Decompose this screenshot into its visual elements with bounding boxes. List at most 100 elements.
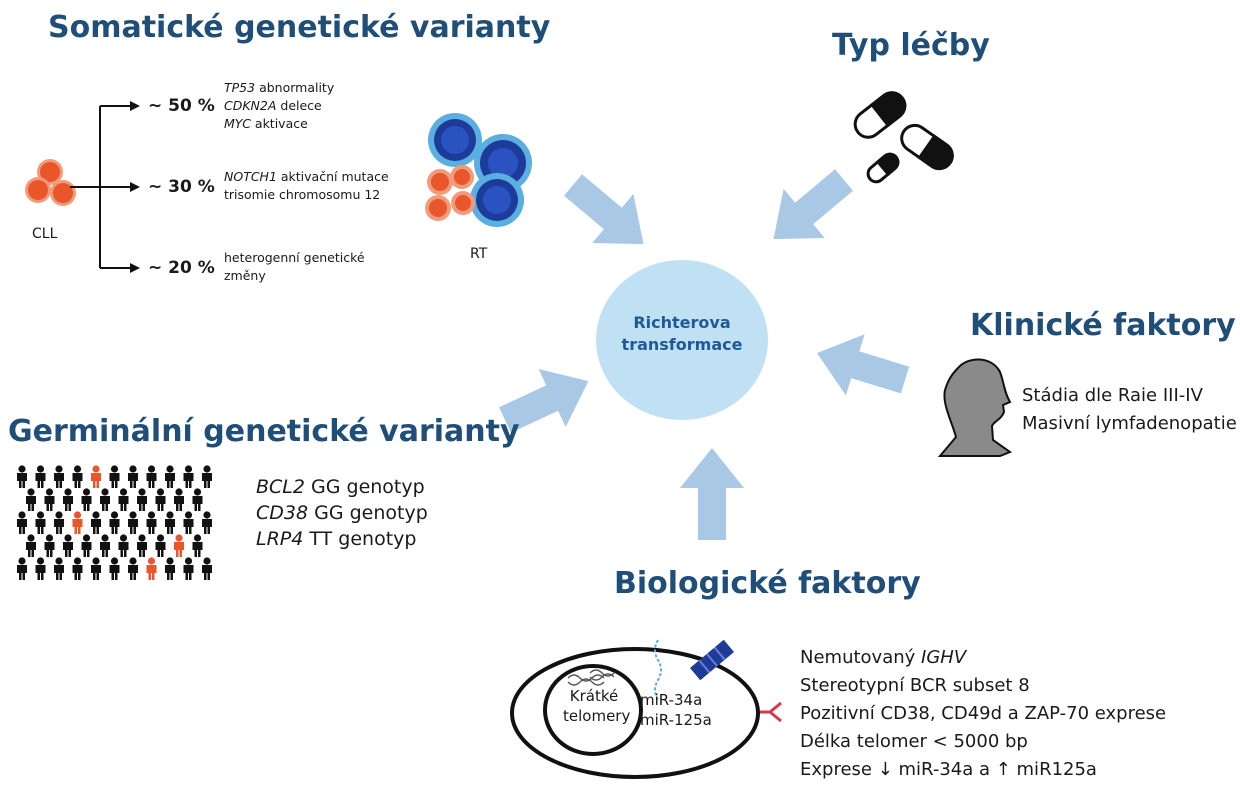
clinical-item: Masivní lymfadenopatie [1022, 413, 1237, 434]
somatic-title: Somatické genetické varianty [48, 10, 551, 45]
germinal-title: Germinální genetické varianty [8, 414, 520, 449]
person-icon [72, 557, 83, 580]
rt-label: RT [470, 246, 488, 262]
center-label: Richterova transformace [612, 312, 752, 356]
branch-50-details: TP53 abnormality CDKN2A delece MYC aktiv… [224, 80, 335, 131]
person-icon [146, 465, 157, 488]
biological-title: Biologické faktory [614, 566, 921, 601]
person-icon [100, 534, 110, 557]
person-icon [63, 534, 73, 557]
person-icon [174, 534, 184, 557]
person-icon [44, 534, 55, 557]
branch-arrowheads [130, 101, 140, 273]
cll-cells-icon [25, 159, 76, 206]
person-icon [146, 557, 157, 580]
person-icon [91, 557, 101, 580]
person-icon [17, 557, 27, 580]
person-icon [35, 511, 46, 534]
treatment-title: Typ léčby [832, 28, 990, 63]
person-icon [137, 488, 147, 511]
person-icon [63, 488, 73, 511]
person-icon [192, 534, 203, 557]
person-icon [91, 511, 101, 534]
arrow-somatic [564, 174, 644, 245]
center-label-line2: transformace [621, 335, 743, 354]
person-icon [109, 465, 120, 488]
clinical-item: Stádia dle Raie III-IV [1022, 385, 1203, 406]
person-icon [91, 465, 101, 488]
person-icon [183, 511, 194, 534]
branch-connector [70, 105, 132, 269]
person-icon [81, 488, 92, 511]
person-icon [183, 465, 194, 488]
biological-item: Stereotypní BCR subset 8 [800, 675, 1030, 696]
person-icon [146, 511, 157, 534]
pills-icon [853, 91, 954, 184]
person-icon [192, 488, 203, 511]
person-icon [128, 557, 138, 580]
person-icon [35, 557, 46, 580]
person-icon [165, 511, 175, 534]
branch-30-details: NOTCH1 aktivační mutace trisomie chromos… [224, 169, 389, 202]
germinal-list: BCL2 GG genotyp CD38 GG genotyp LRP4 TT … [256, 474, 428, 552]
person-icon [118, 534, 129, 557]
biological-item: Pozitivní CD38, CD49d a ZAP-70 exprese [800, 703, 1167, 724]
population-icon [17, 465, 212, 580]
center-label-line1: Richterova [633, 313, 731, 332]
arrow-treatment [773, 169, 853, 240]
person-icon [202, 511, 212, 534]
rt-cells-icon [425, 113, 532, 227]
biological-list: Nemutovaný IGHV Stereotypní BCR subset 8… [800, 644, 1166, 784]
biological-item: Délka telomer < 5000 bp [800, 731, 1028, 752]
cell-diagram-icon [510, 639, 782, 779]
branch-50-pct: ~ 50 % [148, 96, 215, 116]
germinal-item: LRP4 TT genotyp [256, 528, 417, 550]
person-icon [155, 488, 166, 511]
person-icon [81, 534, 92, 557]
person-icon [35, 465, 46, 488]
person-icon [100, 488, 110, 511]
person-icon [54, 557, 64, 580]
person-icon [17, 465, 27, 488]
person-icon [109, 511, 120, 534]
mirna-label: miR-34a miR-125a [640, 691, 712, 729]
person-icon [118, 488, 129, 511]
person-icon [72, 511, 83, 534]
person-icon [165, 557, 175, 580]
arrow-germinal [499, 369, 589, 433]
person-icon [165, 465, 175, 488]
person-icon [128, 511, 138, 534]
person-icon [202, 465, 212, 488]
germinal-item: CD38 GG genotyp [256, 502, 428, 524]
person-icon [26, 488, 36, 511]
richter-transformation-ellipse [596, 260, 768, 420]
person-icon [54, 511, 64, 534]
person-icon [72, 465, 83, 488]
branch-20-pct: ~ 20 % [148, 258, 215, 278]
clinical-title: Klinické faktory [970, 308, 1236, 343]
person-icon [183, 557, 194, 580]
cll-label: CLL [32, 226, 58, 242]
clinical-list: Stádia dle Raie III-IV Masivní lymfadeno… [1022, 382, 1240, 438]
person-icon [155, 534, 166, 557]
person-icon [174, 488, 184, 511]
biological-item: Exprese ↓ miR-34a a ↑ miR125a [800, 759, 1097, 780]
branch-20-details: heterogenní genetické změny [224, 250, 365, 283]
biological-item: Nemutovaný IGHV [800, 647, 967, 668]
branch-30-pct: ~ 30 % [148, 177, 215, 197]
person-icon [137, 534, 147, 557]
germinal-item: BCL2 GG genotyp [256, 476, 425, 498]
person-icon [17, 511, 27, 534]
short-telomeres-label: Krátké telomery [563, 687, 631, 725]
arrow-clinical [817, 334, 910, 396]
person-icon [54, 465, 64, 488]
person-icon [26, 534, 36, 557]
arrows-group [499, 169, 910, 540]
person-icon [109, 557, 120, 580]
person-icon [202, 557, 212, 580]
person-icon [44, 488, 55, 511]
arrow-biological [680, 448, 744, 540]
head-profile-icon [937, 358, 1013, 457]
person-icon [128, 465, 138, 488]
